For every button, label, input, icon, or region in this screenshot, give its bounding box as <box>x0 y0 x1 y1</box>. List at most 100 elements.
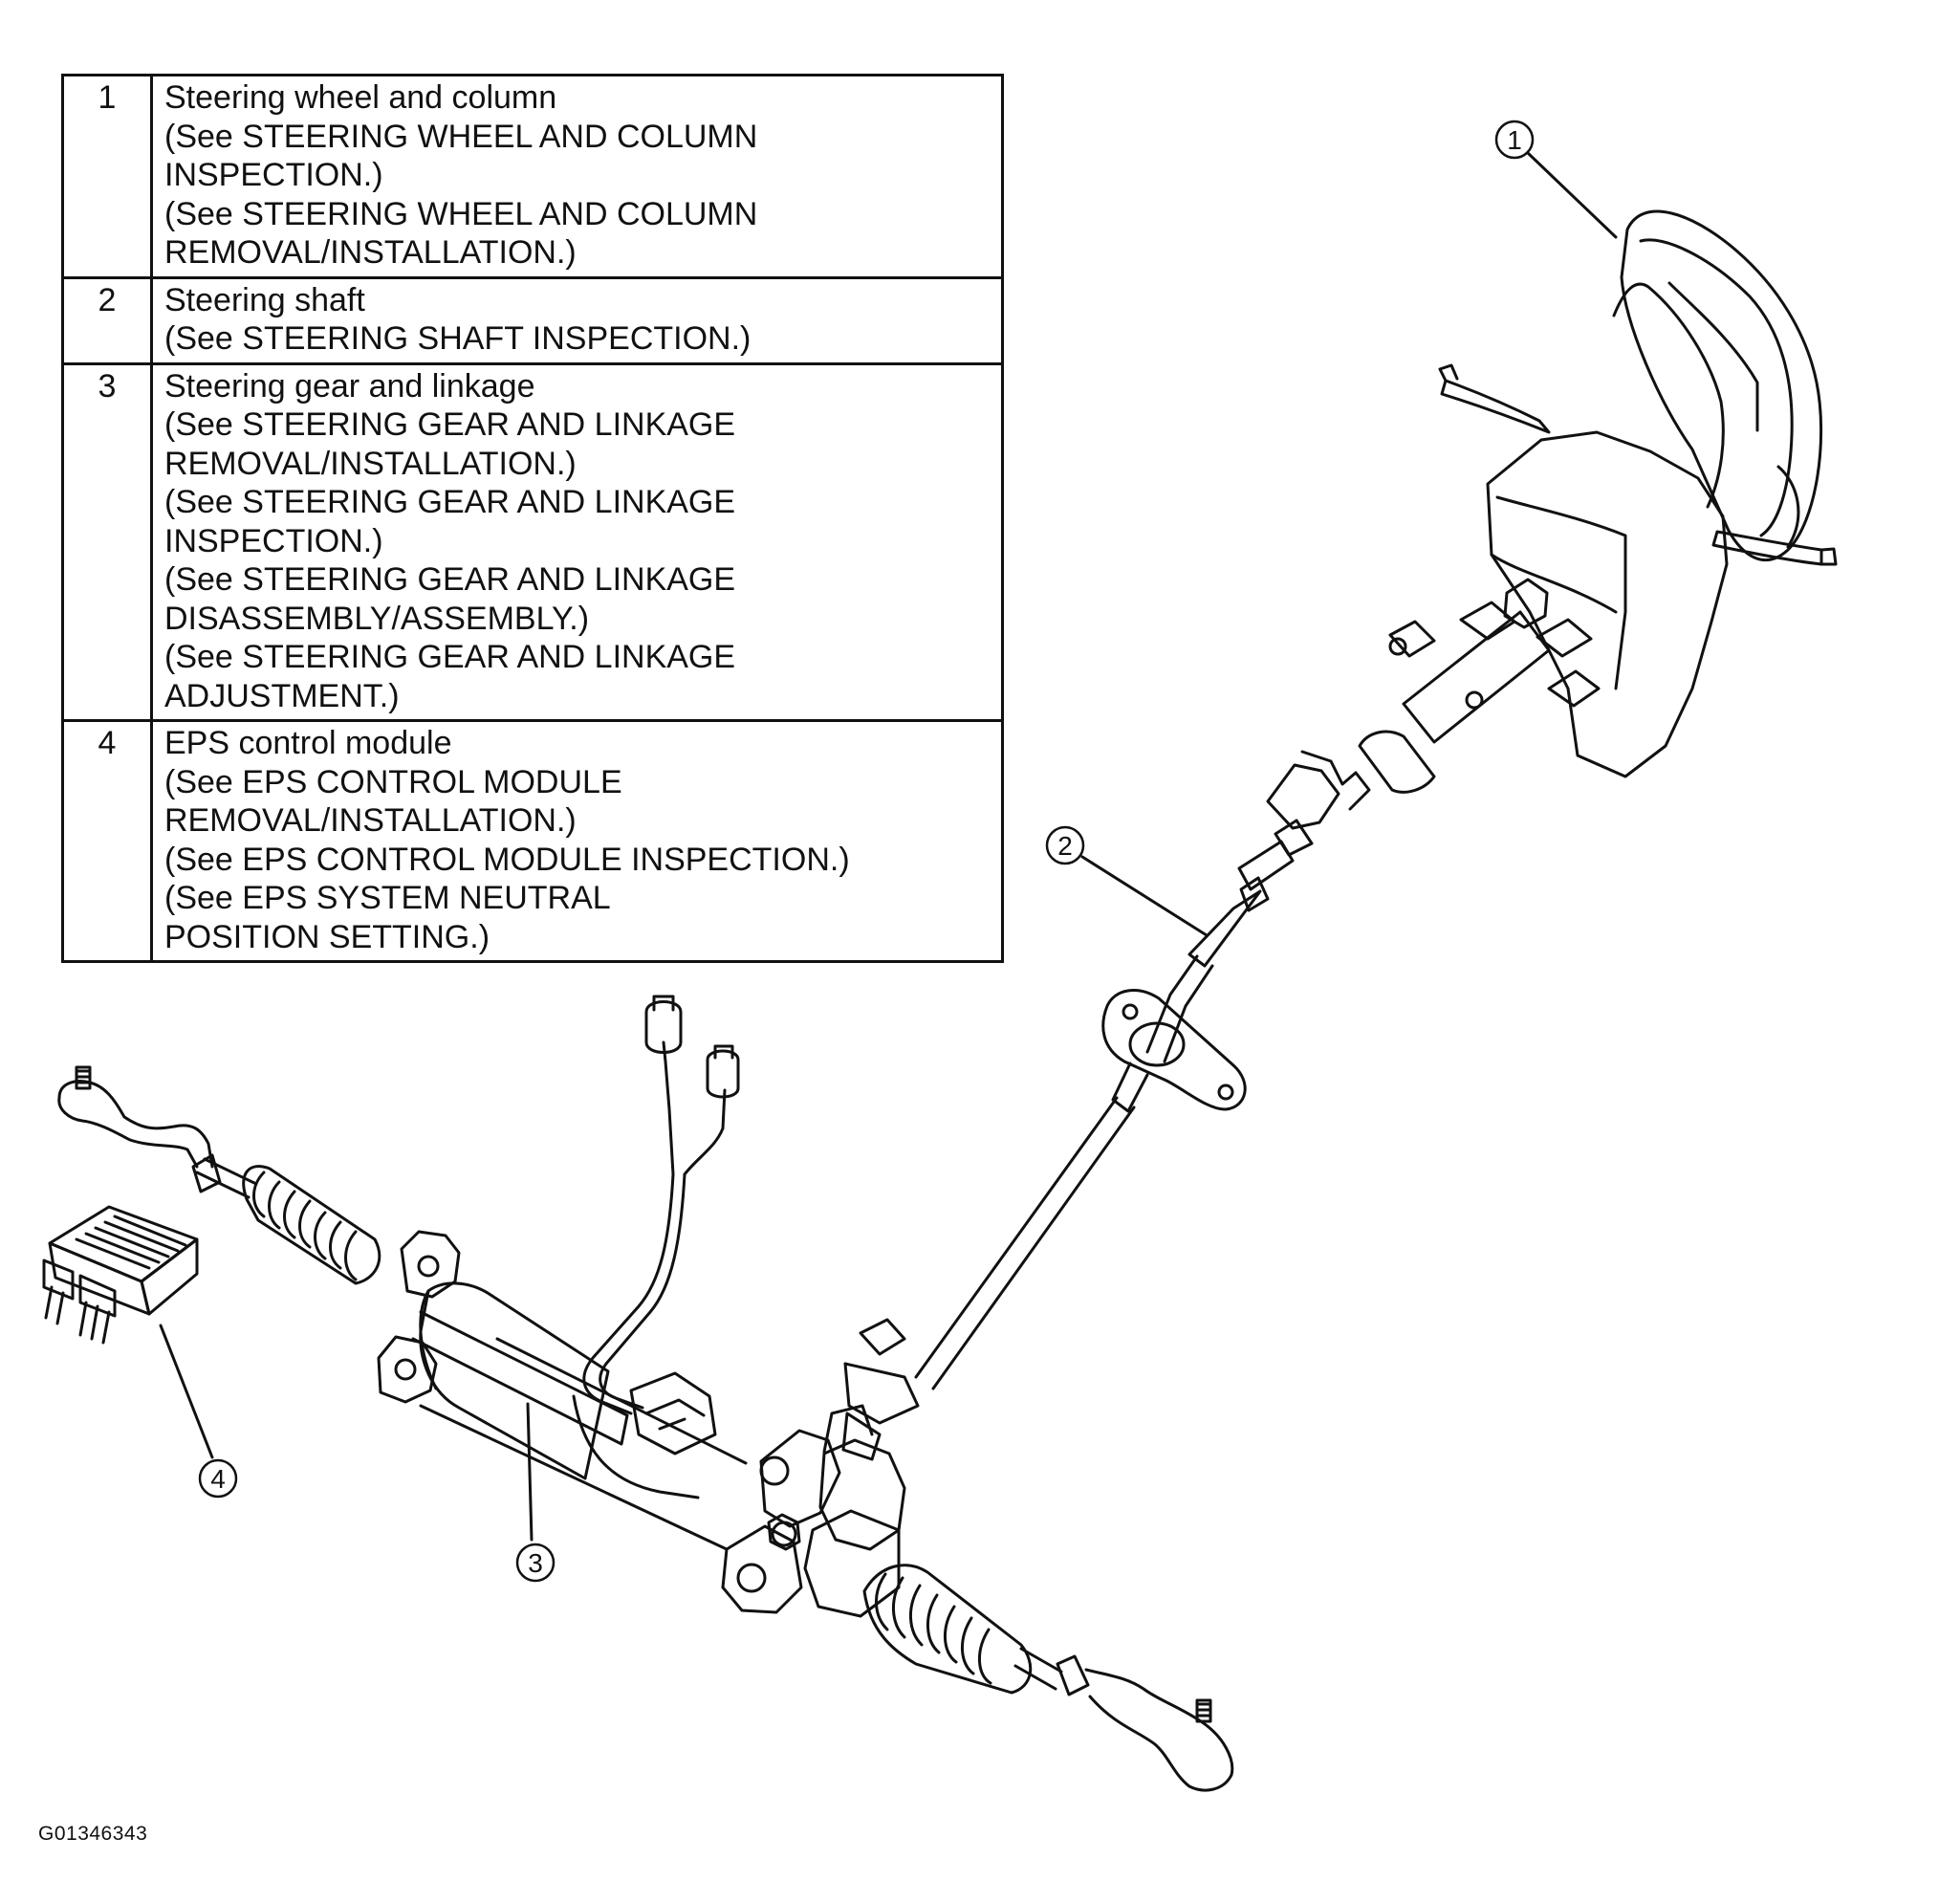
pinion-shaft-connection <box>822 1404 874 1454</box>
universal-joint-lower <box>859 1318 906 1356</box>
callout-leaders <box>159 151 1618 1542</box>
rack-boot-left-folds <box>252 1171 358 1281</box>
torque-sensor-housing <box>803 1509 901 1618</box>
eps-motor-cylinder-end <box>419 1289 438 1390</box>
legend-line: INSPECTION.) <box>164 522 383 559</box>
intermediate-shaft <box>1237 840 1295 891</box>
wiring-harness <box>572 1394 700 1499</box>
eps-control-module <box>42 1205 199 1345</box>
dust-boot-plate <box>1101 989 1247 1111</box>
lower-shaft <box>931 1105 1136 1390</box>
tie-rod-right <box>1013 1664 1057 1691</box>
combination-switch-bracket <box>1459 601 1516 641</box>
column-clamp <box>1388 620 1436 658</box>
intermediate-shaft <box>1187 889 1262 968</box>
callout-circle-4 <box>198 1458 238 1499</box>
parts-legend-table: 1 Steering wheel and column (See STEERIN… <box>61 74 1004 963</box>
rack-boot-right <box>862 1564 1033 1695</box>
bracket-spring <box>1465 690 1484 710</box>
mounting-bushing <box>377 1335 438 1404</box>
legend-line: INSPECTION.) <box>164 157 383 193</box>
universal-joint-yoke <box>1300 750 1371 811</box>
adjusting-plug <box>771 1521 797 1547</box>
legend-description: Steering wheel and column (See STEERING … <box>150 74 1004 279</box>
column-shroud-opening <box>1495 495 1627 690</box>
bracket-spring <box>1388 637 1407 656</box>
control-module-front <box>48 1241 151 1316</box>
wiring-harness <box>582 1172 675 1415</box>
callout-label-4: 4 <box>210 1464 226 1494</box>
steering-column-tube-end <box>1358 730 1436 794</box>
combination-switch-bracket <box>1503 578 1549 629</box>
legend-line: DISASSEMBLY/ASSEMBLY.) <box>164 600 590 637</box>
steering-wheel-assembly <box>1358 209 1838 794</box>
legend-line: (See STEERING GEAR AND LINKAGE <box>164 406 736 443</box>
mounting-bushing <box>400 1230 461 1299</box>
dust-boot-bolt-hole <box>1217 1083 1234 1101</box>
callout-circle-2 <box>1045 825 1085 865</box>
eps-motor-cylinder <box>419 1281 610 1480</box>
legend-line: (See STEERING GEAR AND LINKAGE <box>164 639 736 675</box>
steering-shaft <box>1145 954 1199 1054</box>
adjusting-plug-locknut <box>767 1513 801 1551</box>
tie-rod-locknut-left <box>191 1153 222 1193</box>
legend-description: EPS control module (See EPS CONTROL MODU… <box>150 719 1004 963</box>
legend-line: (See STEERING WHEEL AND COLUMN <box>164 195 758 232</box>
legend-number: 1 <box>61 74 153 279</box>
legend-description: Steering gear and linkage (See STEERING … <box>150 361 1004 722</box>
legend-description: Steering shaft (See STEERING SHAFT INSPE… <box>150 275 1004 365</box>
steering-gear-assembly <box>57 995 1234 1792</box>
pinion-housing-bushing <box>759 1455 790 1486</box>
rack-housing <box>419 1404 729 1551</box>
tie-rod-stud-thread <box>75 1069 92 1084</box>
figure-code: G01346343 <box>38 1823 148 1845</box>
callout-markers <box>198 120 1535 1583</box>
legend-line: (See EPS SYSTEM NEUTRAL <box>164 880 611 916</box>
wiring-harness <box>683 1088 727 1176</box>
switch-stalk-left <box>1440 379 1551 434</box>
legend-line: POSITION SETTING.) <box>164 918 490 955</box>
callout-circle-1 <box>1494 120 1535 160</box>
combination-switch-bracket <box>1547 669 1601 708</box>
mounting-bushing-hole <box>394 1358 417 1381</box>
mounting-bushing-hole <box>417 1255 440 1278</box>
harness-connector-tab <box>652 995 675 1012</box>
rack-housing <box>411 1310 629 1446</box>
tie-rod-end-right <box>1084 1668 1234 1792</box>
legend-line: (See STEERING SHAFT INSPECTION.) <box>164 320 752 357</box>
switch-stalk-left-tip <box>1438 363 1459 383</box>
steering-wheel-rim <box>1620 209 1823 562</box>
control-module-connector <box>42 1258 117 1318</box>
callout-leader-1 <box>1526 151 1618 239</box>
legend-line: Steering wheel and column <box>164 79 557 116</box>
legend-line: (See STEERING GEAR AND LINKAGE <box>164 561 736 598</box>
legend-number: 2 <box>61 275 153 365</box>
tie-rod-left <box>195 1171 251 1199</box>
legend-row: 4 EPS control module (See EPS CONTROL MO… <box>61 719 1004 963</box>
steering-shaft <box>1163 964 1214 1063</box>
pinion-housing-bushing <box>736 1563 767 1593</box>
lower-shaft <box>914 1096 1119 1379</box>
steering-wheel-spoke <box>1776 465 1800 549</box>
legend-line: (See STEERING WHEEL AND COLUMN <box>164 118 758 155</box>
steering-wheel-hub-cover <box>1612 282 1725 509</box>
tie-rod-end-left <box>57 1096 199 1169</box>
rack-boot-right-folds <box>874 1572 992 1685</box>
motor-connector-block <box>629 1371 717 1455</box>
tie-rod-stud-thread <box>1195 1702 1212 1718</box>
pinion-housing <box>759 1429 841 1528</box>
column-shroud <box>1486 430 1729 778</box>
rack-boot-left <box>242 1165 381 1285</box>
dust-boot-bolt-hole <box>1122 1003 1139 1020</box>
steering-wheel-inner-edge <box>1639 238 1794 537</box>
callout-label-2: 2 <box>1057 831 1073 861</box>
harness-connector-tab <box>713 1044 734 1060</box>
legend-line: (See EPS CONTROL MODULE <box>164 763 622 800</box>
universal-joint-upper <box>1266 763 1340 830</box>
control-module-heatsink-fins <box>75 1215 187 1270</box>
switch-stalk-right-tip <box>1819 547 1838 566</box>
legend-line: Steering gear and linkage <box>164 367 535 405</box>
legend-line: (See STEERING GEAR AND LINKAGE <box>164 484 736 520</box>
callout-labels: 1 2 3 4 <box>210 125 1522 1578</box>
